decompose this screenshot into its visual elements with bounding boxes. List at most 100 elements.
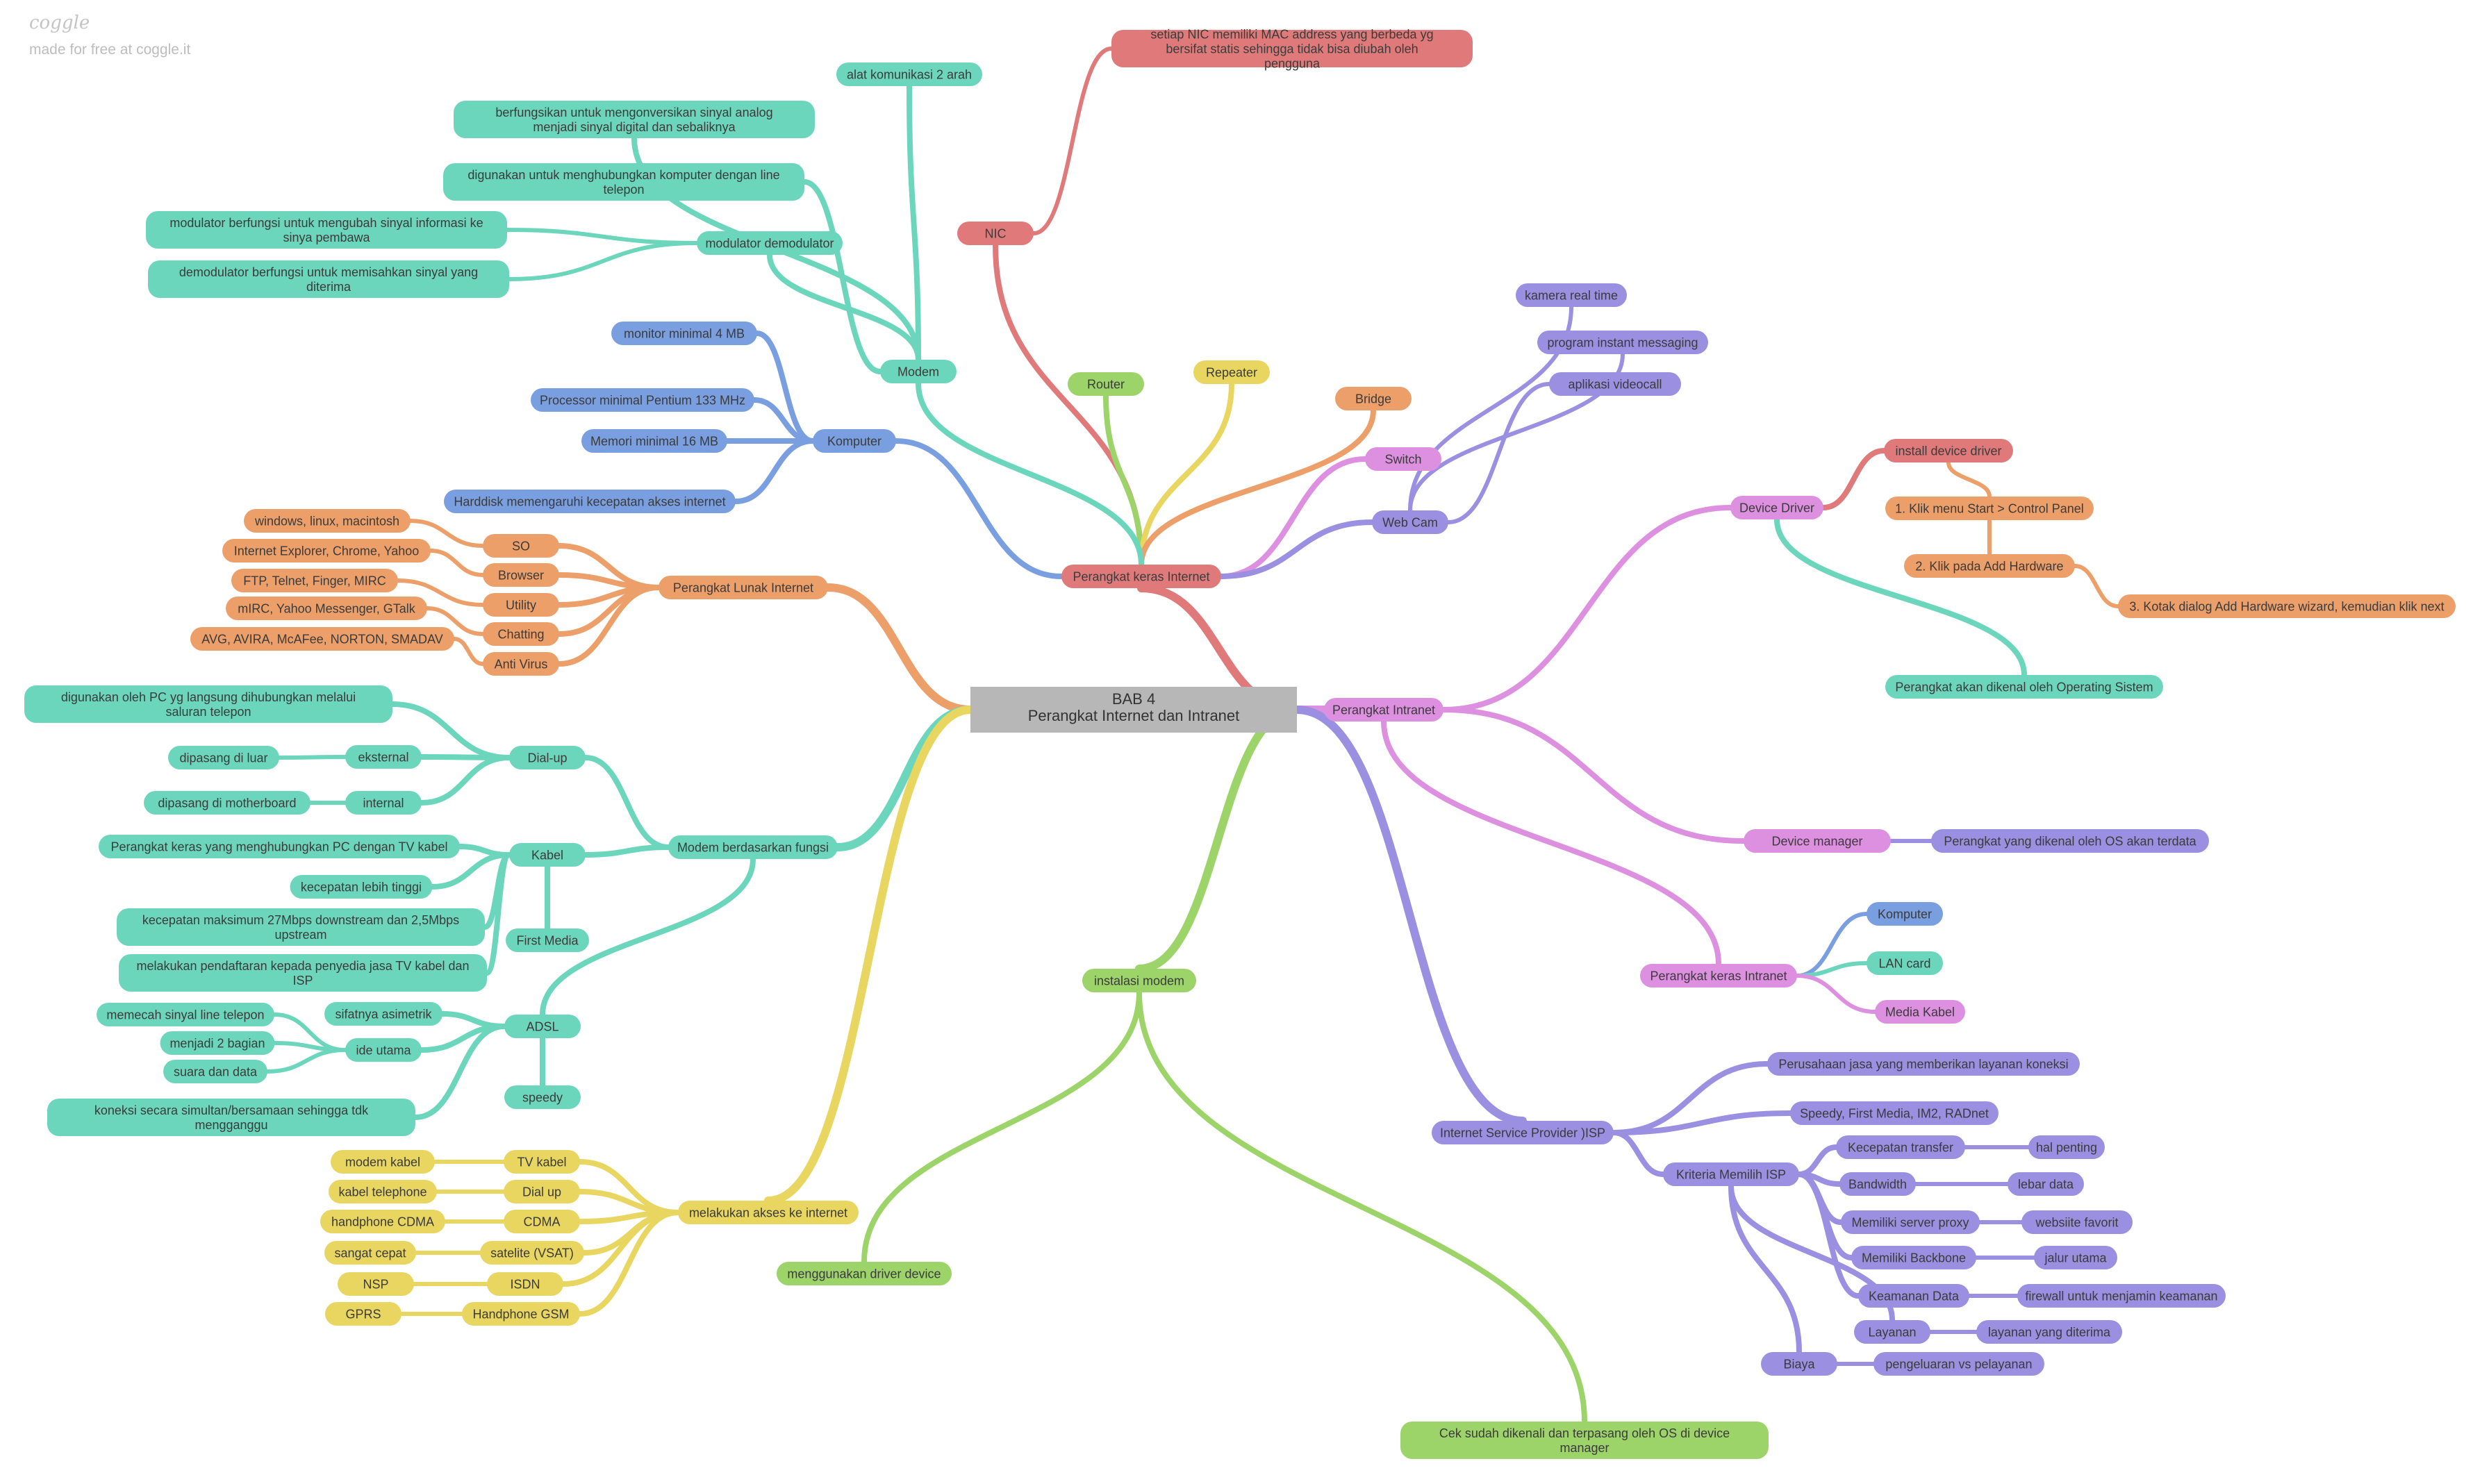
node-int[interactable]: internal — [345, 791, 422, 815]
node-tvk[interactable]: TV kabel — [504, 1150, 580, 1174]
node-tvk1[interactable]: modem kabel — [331, 1150, 435, 1174]
node-so[interactable]: SO — [483, 534, 559, 558]
node-msp1[interactable]: websiite favorit — [2021, 1210, 2133, 1234]
node-pki[interactable]: Perangkat keras Internet — [1061, 565, 1221, 588]
node-ide[interactable]: ide utama — [345, 1038, 422, 1062]
node-bw1[interactable]: lebar data — [2008, 1172, 2084, 1196]
node-isdn[interactable]: ISDN — [487, 1272, 563, 1296]
node-cek[interactable]: Cek sudah dikenali dan terpasang oleh OS… — [1400, 1422, 1769, 1459]
node-nicdesc[interactable]: setiap NIC memiliki MAC address yang ber… — [1111, 27, 1473, 70]
node-adsl[interactable]: ADSL — [504, 1015, 581, 1038]
node-du1[interactable]: digunakan oleh PC yg langsung dihubungka… — [24, 685, 392, 723]
node-mak[interactable]: melakukan akses ke internet — [678, 1201, 859, 1224]
node-k3[interactable]: Memori minimal 16 MB — [581, 429, 727, 453]
node-dd[interactable]: Device Driver — [1730, 496, 1823, 519]
node-cdma1[interactable]: handphone CDMA — [320, 1210, 445, 1233]
node-isdn1[interactable]: NSP — [338, 1272, 414, 1296]
node-kt[interactable]: Kecepatan transfer — [1836, 1135, 1965, 1159]
node-pk3[interactable]: Media Kabel — [1875, 1000, 1965, 1024]
node-bridge[interactable]: Bridge — [1335, 387, 1412, 410]
node-pak[interactable]: Perangkat akan dikenal oleh Operating Si… — [1885, 675, 2163, 699]
node-firstmedia[interactable]: First Media — [506, 928, 589, 952]
node-m1[interactable]: alat komunikasi 2 arah — [836, 62, 982, 86]
node-mdd[interactable]: menggunakan driver device — [777, 1262, 952, 1285]
node-repeater[interactable]: Repeater — [1193, 360, 1270, 384]
node-nic[interactable]: NIC — [957, 222, 1034, 245]
node-dialup[interactable]: Dial-up — [509, 746, 586, 769]
node-m3[interactable]: digunakan untuk menghubungkan komputer d… — [443, 163, 804, 201]
node-kt1[interactable]: hal penting — [2028, 1135, 2105, 1159]
node-du21[interactable]: kabel telephone — [329, 1180, 437, 1203]
node-av1[interactable]: AVG, AVIRA, McAFee, NORTON, SMADAV — [190, 627, 454, 651]
node-ut1[interactable]: FTP, Telnet, Finger, MIRC — [231, 569, 398, 592]
node-dm[interactable]: Device manager — [1744, 829, 1891, 853]
node-wc3[interactable]: aplikasi videocall — [1549, 372, 1681, 396]
node-mdm1[interactable]: modulator berfungsi untuk mengubah sinya… — [146, 211, 507, 249]
node-s1[interactable]: 1. Klik menu Start > Control Panel — [1885, 497, 2094, 520]
node-s3[interactable]: 3. Kotak dialog Add Hardware wizard, kem… — [2118, 594, 2456, 618]
node-isp2[interactable]: Speedy, First Media, IM2, RADnet — [1790, 1101, 1999, 1125]
node-mdm2[interactable]: demodulator berfungsi untuk memisahkan s… — [148, 260, 509, 298]
node-ide1[interactable]: memecah sinyal line telepon — [97, 1003, 274, 1026]
node-mb[interactable]: Memiliki Backbone — [1851, 1246, 1976, 1269]
node-pli[interactable]: Perangkat Lunak Internet — [659, 576, 828, 599]
node-kd[interactable]: Keamanan Data — [1858, 1284, 1969, 1308]
node-lay[interactable]: Layanan — [1854, 1320, 1930, 1344]
node-isp1[interactable]: Perusahaan jasa yang memberikan layanan … — [1767, 1052, 2080, 1076]
node-wc2[interactable]: program instant messaging — [1537, 331, 1708, 354]
node-pin[interactable]: Perangkat Intranet — [1324, 698, 1443, 722]
node-pkin[interactable]: Perangkat keras Intranet — [1640, 964, 1797, 987]
node-komp[interactable]: Komputer — [813, 429, 896, 453]
node-modem[interactable]: Modem — [880, 360, 957, 383]
node-eks1[interactable]: dipasang di luar — [168, 746, 279, 769]
node-kb2[interactable]: kecepatan lebih tinggi — [290, 875, 433, 899]
node-vsat[interactable]: satelite (VSAT) — [480, 1241, 584, 1265]
node-utility[interactable]: Utility — [483, 593, 559, 617]
node-ch1[interactable]: mIRC, Yahoo Messenger, GTalk — [226, 597, 427, 620]
node-kb1[interactable]: Perangkat keras yang menghubungkan PC de… — [99, 835, 460, 858]
node-mbf[interactable]: Modem berdasarkan fungsi — [668, 835, 838, 859]
node-switch[interactable]: Switch — [1365, 447, 1441, 471]
node-k4[interactable]: Harddisk memengaruhi kecepatan akses int… — [444, 490, 736, 513]
node-gsm[interactable]: Handphone GSM — [462, 1302, 580, 1326]
node-bw[interactable]: Bandwidth — [1839, 1172, 1916, 1196]
node-speedy[interactable]: speedy — [504, 1085, 581, 1109]
node-int1[interactable]: dipasang di motherboard — [144, 791, 311, 815]
node-k2[interactable]: Processor minimal Pentium 133 MHz — [531, 388, 754, 412]
node-biaya1[interactable]: pengeluaran vs pelayanan — [1873, 1352, 2044, 1376]
node-ide3[interactable]: suara dan data — [163, 1060, 267, 1083]
node-m2[interactable]: berfungsikan untuk mengonversikan sinyal… — [454, 101, 815, 138]
node-kabel[interactable]: Kabel — [509, 843, 586, 867]
node-cdma[interactable]: CDMA — [504, 1210, 580, 1233]
node-vsat1[interactable]: sangat cepat — [324, 1241, 416, 1265]
node-antivirus[interactable]: Anti Virus — [483, 652, 559, 676]
node-lay1[interactable]: layanan yang diterima — [1976, 1320, 2122, 1344]
node-pk1[interactable]: Komputer — [1867, 902, 1943, 926]
node-so1[interactable]: windows, linux, macintosh — [244, 509, 411, 533]
node-imod[interactable]: instalasi modem — [1082, 969, 1196, 992]
node-dialup2[interactable]: Dial up — [504, 1180, 580, 1203]
node-s2[interactable]: 2. Klik pada Add Hardware — [1904, 554, 2075, 578]
node-gsm1[interactable]: GPRS — [325, 1302, 402, 1326]
node-eks[interactable]: eksternal — [345, 745, 422, 769]
node-mb1[interactable]: jalur utama — [2034, 1246, 2117, 1269]
node-ide2[interactable]: menjadi 2 bagian — [160, 1031, 275, 1055]
node-k1[interactable]: monitor minimal 4 MB — [611, 322, 757, 345]
node-idd[interactable]: install device driver — [1884, 439, 2013, 462]
node-sifat[interactable]: sifatnya asimetrik — [324, 1002, 442, 1026]
node-wc1[interactable]: kamera real time — [1516, 283, 1627, 307]
node-kb4[interactable]: melakukan pendaftaran kepada penyedia ja… — [119, 954, 487, 992]
node-browser[interactable]: Browser — [483, 563, 559, 587]
node-ad1[interactable]: koneksi secara simultan/bersamaan sehing… — [47, 1099, 415, 1136]
node-isp[interactable]: Internet Service Provider )ISP — [1432, 1121, 1614, 1144]
node-webcam[interactable]: Web Cam — [1372, 510, 1448, 534]
node-dm1[interactable]: Perangkat yang dikenal oleh OS akan terd… — [1931, 829, 2209, 853]
node-kb3[interactable]: kecepatan maksimum 27Mbps downstream dan… — [117, 908, 485, 946]
node-chatting[interactable]: Chatting — [483, 622, 559, 646]
node-mdm[interactable]: modulator demodulator — [697, 231, 843, 255]
node-kmi[interactable]: Kriteria Memilih ISP — [1663, 1162, 1799, 1186]
node-kd1[interactable]: firewall untuk menjamin keamanan — [2017, 1284, 2226, 1308]
node-router[interactable]: Router — [1068, 372, 1144, 396]
node-biaya[interactable]: Biaya — [1761, 1352, 1837, 1376]
